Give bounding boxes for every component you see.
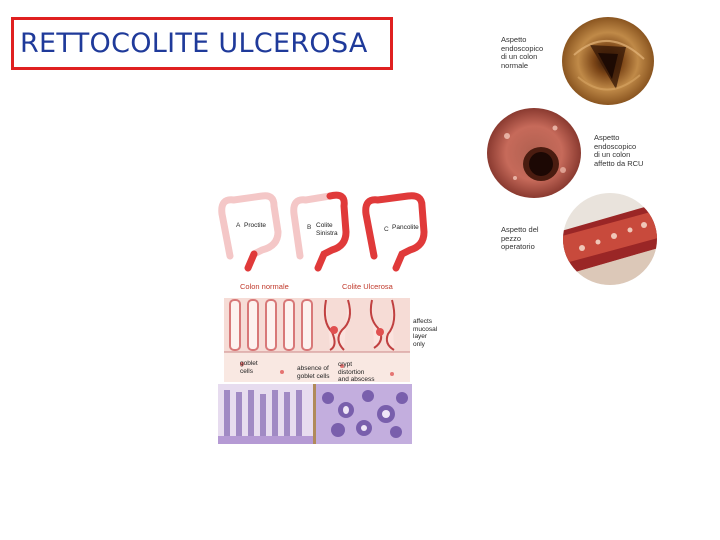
histology-normal-micrograph xyxy=(218,384,314,444)
label-left-colitis-letter: B xyxy=(307,224,312,231)
label-mucosal-only: affects mucosal layer only xyxy=(413,318,438,348)
label-proctitis: Proctite xyxy=(244,222,267,229)
label-pancolitis: Pancolite xyxy=(392,224,419,231)
label-crypt-distortion: crypt distortion and abscess xyxy=(338,361,375,383)
title-frame xyxy=(11,17,393,70)
caption-rcu-endoscopy: Aspetto endoscopico di un colon affetto … xyxy=(594,133,644,168)
label-absence-goblet: absence of goblet cells xyxy=(297,365,330,380)
normal-colon-endoscopy-image xyxy=(562,17,654,105)
micrograph-divider xyxy=(313,384,316,444)
colon-proctitis-figure xyxy=(218,192,282,272)
colon-extent-diagram xyxy=(218,191,428,272)
label-pancolitis-letter: C xyxy=(384,226,389,233)
header-ulcerative-colitis: Colite Ulcerosa xyxy=(342,282,393,291)
label-proctitis-letter: A xyxy=(236,222,241,229)
colon-pancolitis-figure xyxy=(362,192,428,272)
histology-uc-micrograph xyxy=(316,384,412,444)
label-left-colitis: Colite Sinistra xyxy=(316,222,338,237)
caption-surgical-specimen: Aspetto del pezzo operatorio xyxy=(501,225,539,251)
label-goblet-cells: goblet cells xyxy=(240,360,258,375)
page-title: RETTOCOLITE ULCEROSA xyxy=(20,28,368,59)
mucosa-schematic xyxy=(224,298,410,382)
surgical-specimen-image xyxy=(563,193,657,285)
colon-left-colitis-figure xyxy=(290,191,350,272)
header-normal-colon: Colon normale xyxy=(240,282,289,291)
caption-normal-endoscopy: Aspetto endoscopico di un colon normale xyxy=(501,35,544,70)
rcu-colon-endoscopy-image xyxy=(487,108,581,198)
